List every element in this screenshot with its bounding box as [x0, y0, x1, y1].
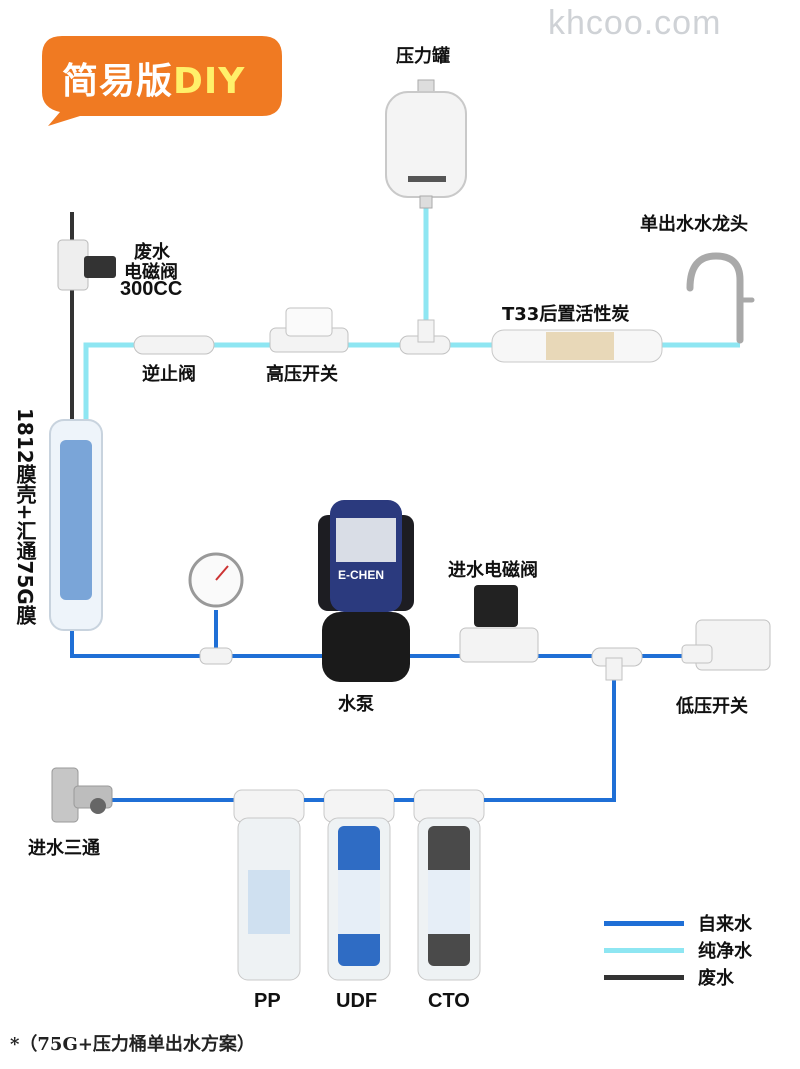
label-waste-valve-2: 电磁阀	[124, 262, 178, 283]
label-low-pressure-switch: 低压开关	[676, 696, 748, 717]
filter-udf-illustration	[323, 789, 395, 981]
title-badge	[42, 36, 282, 126]
label-inlet-solenoid: 进水电磁阀	[448, 560, 538, 581]
inlet-tee-illustration	[51, 767, 113, 823]
label-waste-valve-3: 300CC	[120, 278, 183, 300]
legend-label-waste: 废水	[698, 968, 734, 989]
legend-label-pure: 纯净水	[698, 941, 752, 962]
filter-cto-illustration	[413, 789, 485, 981]
faucet-illustration	[686, 252, 755, 344]
legend-line-pure	[604, 947, 684, 953]
membrane-illustration	[49, 419, 103, 631]
legend-line-waste	[604, 974, 684, 980]
label-single-faucet: 单出水水龙头	[640, 214, 748, 235]
pump-brand-text: E-CHEN	[338, 568, 385, 582]
label-post-carbon: T33后置活性炭	[502, 304, 630, 325]
high-pressure-switch-illustration	[269, 307, 349, 353]
legend-item-pure: 纯净水	[604, 937, 752, 963]
title-text: 简易版DIY	[62, 52, 245, 104]
legend-item-tap: 自来水	[604, 910, 752, 936]
filter-pp-illustration	[233, 789, 305, 981]
label-membrane: 1812膜壳+汇通75G膜	[13, 408, 37, 625]
label-waste-valve-1: 废水	[134, 242, 170, 263]
title-cn: 简易版	[62, 61, 174, 102]
title-diy: DIY	[173, 61, 246, 102]
label-pressure-tank: 压力罐	[396, 46, 450, 67]
filter-label-pp: PP	[254, 990, 281, 1012]
label-pump: 水泵	[338, 694, 374, 715]
tee-fitting-bottom	[591, 647, 643, 681]
tee-fitting-top	[399, 319, 451, 355]
label-inlet-tee: 进水三通	[28, 838, 100, 859]
legend-line-tap	[604, 920, 684, 926]
footnote: *（75G+压力桶单出水方案）	[10, 1034, 255, 1055]
waste-solenoid-illustration	[57, 239, 116, 291]
watermark: khcoo.com	[548, 4, 722, 42]
filter-label-udf: UDF	[336, 990, 378, 1012]
filter-label-cto: CTO	[428, 990, 470, 1012]
tap-pipe-membrane	[70, 630, 330, 658]
legend-label-tap: 自来水	[698, 914, 752, 935]
pressure-gauge-illustration	[188, 552, 244, 665]
low-pressure-switch-illustration	[681, 619, 771, 671]
post-carbon-illustration	[491, 329, 663, 363]
legend-item-waste: 废水	[604, 964, 734, 990]
label-high-pressure-switch: 高压开关	[266, 364, 338, 385]
pressure-tank-illustration	[385, 79, 467, 209]
label-check-valve: 逆止阀	[142, 364, 196, 385]
inlet-solenoid-illustration	[459, 585, 539, 663]
pump-illustration	[318, 500, 414, 682]
check-valve-illustration	[133, 335, 215, 355]
